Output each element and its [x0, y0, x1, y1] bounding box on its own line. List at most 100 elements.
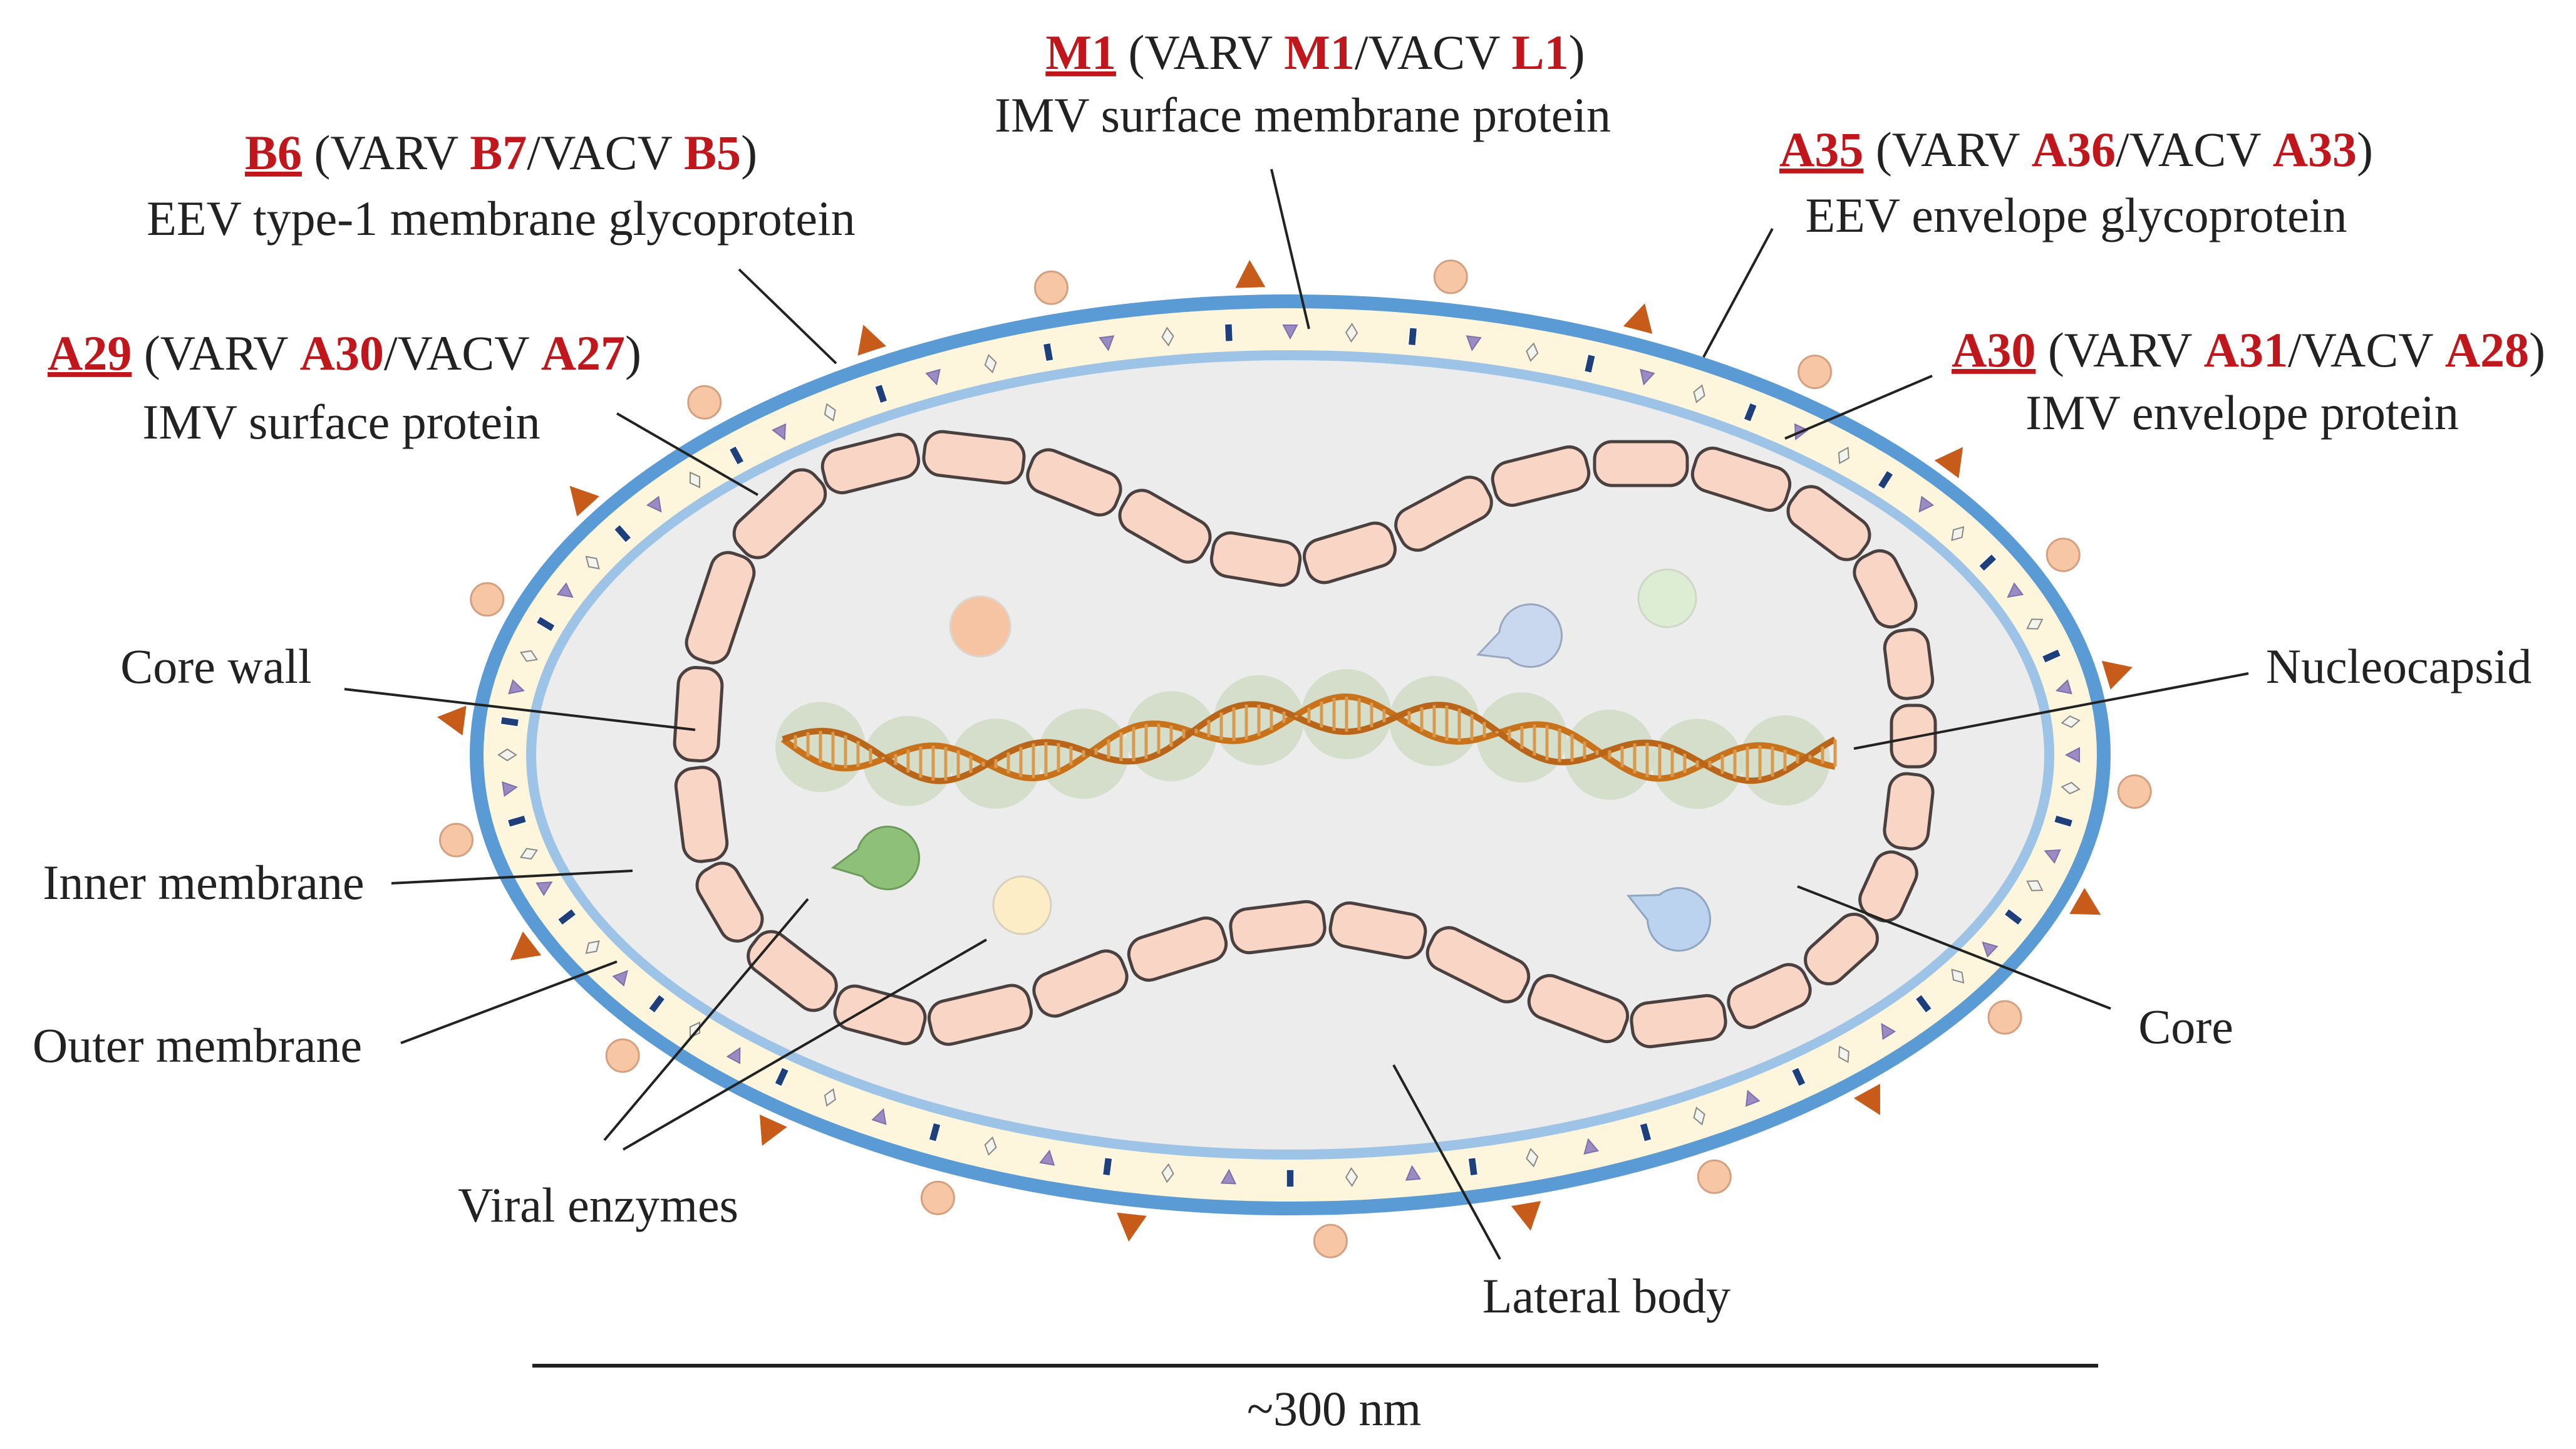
core-wall-segment: [1527, 974, 1630, 1044]
core-wall-segment: [1127, 916, 1228, 982]
pacman-enzyme-icon: [1626, 887, 1712, 952]
imv-purple-triangle-icon: [2064, 747, 2080, 763]
eev-glycoprotein-triangle-icon: [1235, 259, 1266, 288]
a30-leader-line: [1784, 375, 1933, 440]
b6-circle-glycoprotein-icon: [687, 385, 722, 420]
imv-blue-rectangle-icon: [648, 994, 666, 1014]
imv-purple-triangle-icon: [612, 970, 628, 987]
core-wall-segment: [674, 766, 729, 863]
core-wall-segment: [1853, 549, 1918, 629]
imv-diamond-protein-icon: [1161, 326, 1174, 347]
imv-blue-rectangle-icon: [1791, 1066, 1807, 1088]
imv-diamond-protein-icon: [497, 748, 517, 762]
enzymes-leader-line-2: [622, 938, 988, 1151]
core-wall-segment: [922, 430, 1026, 485]
imv-diamond-protein-icon: [1526, 1148, 1539, 1168]
core-wall-segment: [833, 984, 927, 1046]
core-wall-segment: [1209, 531, 1302, 587]
round-enzyme-icon: [949, 595, 1011, 658]
structure-labels: Core wall Inner membrane Outer membrane …: [33, 639, 2532, 1323]
inner-membrane-leader-line: [391, 870, 633, 885]
eev-glycoprotein-triangle-icon: [1853, 1083, 1880, 1116]
imv-purple-triangle-icon: [772, 423, 787, 440]
imv-blue-rectangle-icon: [1467, 1156, 1479, 1176]
a30-description: IMV envelope protein: [2025, 385, 2459, 440]
imv-blue-rectangle-icon: [1042, 342, 1054, 362]
core-leader-line: [1797, 885, 2111, 1010]
a29-leader-line: [616, 412, 759, 496]
imv-blue-rectangle-icon: [1583, 353, 1596, 374]
core-wall-label: Core wall: [120, 639, 311, 693]
a29-description: IMV surface protein: [142, 395, 540, 449]
b6-circle-glycoprotein-icon: [1697, 1159, 1732, 1194]
imv-diamond-protein-icon: [2061, 781, 2081, 795]
b6-label: B6 (VARV B7/VACV B5): [245, 125, 757, 180]
imv-blue-rectangle-icon: [1743, 402, 1758, 423]
imv-purple-triangle-icon: [925, 368, 941, 386]
b6-leader-line: [738, 268, 837, 365]
imv-diamond-protein-icon: [1345, 1167, 1358, 1187]
imv-purple-triangle-icon: [2055, 679, 2072, 695]
nucleocapsid-leader-line: [1853, 672, 2249, 750]
imv-diamond-protein-icon: [520, 848, 538, 860]
imv-diamond-protein-icon: [1526, 342, 1539, 362]
outer-membrane-label: Outer membrane: [33, 1018, 362, 1072]
imv-diamond-protein-icon: [1693, 1106, 1705, 1126]
imv-blue-rectangle-icon: [613, 524, 633, 544]
scale-bar-label: ~300 nm: [1247, 1381, 1421, 1436]
imv-diamond-protein-icon: [984, 1136, 997, 1156]
b6-circle-glycoprotein-icon: [2046, 538, 2081, 573]
pacman-enzyme-icon: [830, 826, 920, 891]
core-wall-segment: [1328, 901, 1427, 960]
core-wall-segment: [1883, 772, 1935, 851]
lateral-body-leader-line: [1392, 1064, 1501, 1260]
b6-description: EEV type-1 membrane glycoprotein: [147, 191, 855, 246]
b6-circle-glycoprotein-icon: [920, 1180, 955, 1215]
core-wall-segment: [1786, 485, 1871, 561]
imv-purple-triangle-icon: [646, 496, 662, 513]
b6-circle-glycoprotein-icon: [439, 823, 473, 858]
imv-diamond-protein-icon: [984, 354, 997, 373]
imv-purple-triangle-icon: [556, 582, 574, 598]
m1-description: IMV surface membrane protein: [995, 88, 1611, 142]
imv-diamond-protein-icon: [1951, 969, 1965, 984]
core-wall-segment: [1690, 446, 1792, 512]
scale-bar: ~300 nm: [532, 1364, 2098, 1436]
imv-purple-triangle-icon: [1745, 1089, 1761, 1107]
eev-glycoprotein-triangle-icon: [2069, 888, 2101, 915]
imv-blue-rectangle-icon: [1407, 327, 1418, 346]
nucleocapsid: [775, 669, 1837, 809]
imv-blue-rectangle-icon: [1224, 323, 1234, 343]
imv-diamond-protein-icon: [1161, 1163, 1174, 1183]
imv-blue-rectangle-icon: [2053, 814, 2074, 828]
virion: [470, 294, 2111, 1215]
b6-circle-glycoprotein-icon: [470, 582, 505, 617]
a35-description: EEV envelope glycoprotein: [1806, 188, 2347, 242]
imv-purple-triangle-icon: [1640, 368, 1655, 386]
core-wall-segment: [1032, 949, 1129, 1018]
imv-diamond-protein-icon: [585, 556, 600, 569]
imv-blue-rectangle-icon: [1876, 469, 1895, 491]
imv-blue-rectangle-icon: [1102, 1156, 1113, 1176]
eev-glycoprotein-triangle-icon: [1117, 1212, 1147, 1242]
outer-surface-proteins: [437, 259, 2152, 1259]
eev-glycoprotein-triangle-icon: [1934, 447, 1963, 479]
a35-label: A35 (VARV A36/VACV A33): [1779, 122, 2373, 177]
imv-purple-triangle-icon: [1881, 1022, 1896, 1041]
core-wall-segment: [1491, 445, 1591, 507]
imv-diamond-protein-icon: [2026, 880, 2044, 891]
inner-membrane-label: Inner membrane: [43, 855, 364, 910]
imv-purple-triangle-icon: [1405, 1165, 1422, 1181]
imv-purple-triangle-icon: [1099, 335, 1115, 351]
imv-blue-rectangle-icon: [773, 1066, 790, 1088]
core-wall-segment: [732, 468, 827, 559]
imv-diamond-protein-icon: [1838, 1046, 1849, 1063]
core-wall-leader-line: [344, 688, 696, 731]
imv-blue-rectangle-icon: [1639, 1122, 1652, 1143]
eev-glycoprotein-triangle-icon: [510, 931, 542, 960]
imv-blue-rectangle-icon: [507, 814, 527, 828]
nucleocapsid-label: Nucleocapsid: [2266, 639, 2532, 693]
lateral-body-label: Lateral body: [1482, 1269, 1730, 1323]
imv-purple-triangle-icon: [871, 1108, 887, 1125]
imv-purple-triangle-icon: [508, 679, 525, 695]
